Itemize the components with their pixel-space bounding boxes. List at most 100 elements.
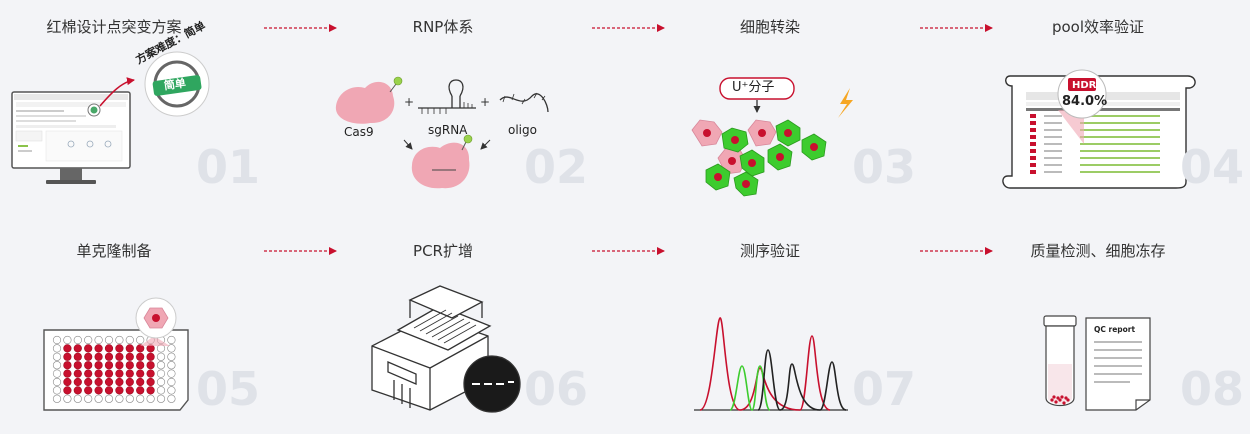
- step-2-title: RNP体系: [412, 18, 474, 36]
- plate-well: [115, 377, 124, 387]
- plate-well: [52, 377, 62, 387]
- pool-report-illustration: [1002, 69, 1196, 189]
- plate-well: [52, 394, 62, 403]
- trace-green: [729, 365, 771, 411]
- step-1-number: 01: [196, 140, 261, 194]
- plate-well: [136, 386, 145, 395]
- plate-well: [125, 377, 134, 387]
- step-3-title: 细胞转染: [739, 18, 801, 36]
- step-5-number: 05: [196, 362, 261, 416]
- plate-well: [94, 377, 103, 387]
- plate-well: [115, 335, 124, 345]
- plate-well: [84, 344, 93, 353]
- qc-illustration: [1043, 315, 1151, 411]
- cas9-label: Cas9: [344, 125, 374, 139]
- rnp-illustration: + +: [335, 76, 549, 189]
- plate-well: [167, 344, 176, 353]
- plate-well: [52, 344, 62, 353]
- plate-well: [63, 394, 72, 403]
- plate-well: [94, 394, 103, 403]
- sgrna-label: sgRNA: [428, 123, 468, 137]
- plate-well: [52, 352, 62, 361]
- plate-well: [146, 369, 155, 378]
- plate-well: [73, 386, 82, 395]
- plate-well: [63, 344, 72, 353]
- cas9-blob: [335, 81, 395, 124]
- plate-well: [136, 394, 145, 403]
- plate-well: [167, 361, 176, 370]
- step-4-title: pool效率验证: [1051, 18, 1145, 36]
- plate-well: [94, 369, 103, 378]
- plate-well: [125, 361, 134, 370]
- plate-well: [104, 361, 114, 370]
- plate-well: [125, 369, 134, 378]
- report-rows: [1030, 114, 1160, 174]
- step-8-number: 08: [1180, 362, 1245, 416]
- plate-well: [84, 369, 93, 378]
- plate-well: [84, 352, 93, 361]
- plate-well: [167, 386, 176, 395]
- plate-well: [104, 352, 114, 361]
- plate-well: [146, 394, 155, 403]
- step-5-title: 单克隆制备: [76, 242, 152, 260]
- svg-text:+: +: [480, 95, 490, 109]
- plate-well: [73, 344, 82, 353]
- plate-well: [63, 369, 72, 378]
- trace-black: [757, 349, 847, 411]
- plate-well: [63, 386, 72, 395]
- difficulty-badge: [144, 51, 210, 117]
- plate-well: [63, 352, 72, 361]
- plate-well: [146, 361, 155, 370]
- plate-well: [146, 386, 155, 395]
- plate-well: [125, 344, 134, 353]
- trace-red: [699, 317, 831, 411]
- plate-well: [146, 352, 155, 361]
- plate-well: [125, 386, 134, 395]
- step-3-number: 03: [852, 140, 917, 194]
- plate-well: [94, 386, 103, 395]
- svg-text:+: +: [404, 95, 414, 109]
- plate-well: [94, 335, 103, 345]
- plate-well: [73, 335, 82, 345]
- step-4-number: 04: [1180, 140, 1245, 194]
- plate-well: [104, 335, 114, 345]
- plate-well: [167, 377, 176, 387]
- step-1-title: 红棉设计点突变方案: [46, 18, 182, 36]
- plate-well: [84, 361, 93, 370]
- plate-well: [136, 377, 145, 387]
- plate-well: [136, 352, 145, 361]
- plate-well: [52, 361, 62, 370]
- plate-well: [156, 377, 166, 387]
- plate-well: [167, 352, 176, 361]
- plate-well: [156, 369, 166, 378]
- pcr-machine-illustration: [371, 285, 521, 413]
- lightning-icon: [838, 88, 853, 118]
- plate-well: [73, 377, 82, 387]
- chromatogram-illustration: [694, 317, 848, 411]
- plate-well: [115, 386, 124, 395]
- rnp-complex: [411, 142, 470, 189]
- oligo-label: oligo: [508, 123, 537, 137]
- plate-well: [115, 344, 124, 353]
- monitor-illustration: [11, 77, 135, 184]
- plate-well: [136, 361, 145, 370]
- plate-well: [167, 335, 176, 345]
- step-6-number: 06: [524, 362, 589, 416]
- plate-well: [104, 386, 114, 395]
- plate-well: [84, 377, 93, 387]
- step-7-title: 测序验证: [739, 242, 801, 260]
- step-7-number: 07: [852, 362, 917, 416]
- step-2-number: 02: [524, 140, 589, 194]
- plate-well: [73, 352, 82, 361]
- oligo-strand: [499, 93, 549, 113]
- plate-well: [84, 394, 93, 403]
- transfection-illustration: [691, 77, 853, 197]
- plate-well: [104, 369, 114, 378]
- plate-well: [104, 344, 114, 353]
- plate-well: [156, 394, 166, 403]
- plate-well: [84, 386, 93, 395]
- plate-well: [115, 394, 124, 403]
- plate-well: [63, 361, 72, 370]
- plate-well: [84, 335, 93, 345]
